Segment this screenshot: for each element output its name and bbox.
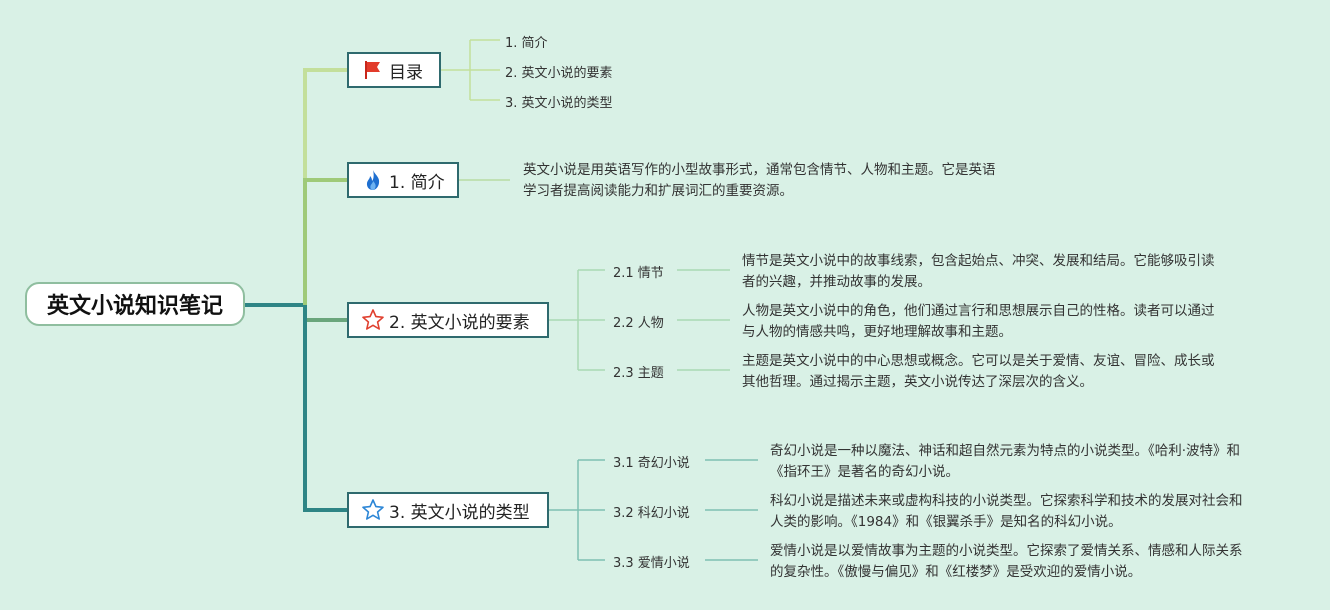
subtopic-scifi[interactable]: 3.2 科幻小说 [613,506,690,521]
subtopic-plot[interactable]: 2.1 情节 [613,266,664,281]
romance-text-line1: 爱情小说是以爱情故事为主题的小说类型。它探索了爱情关系、情感和人际关系 [770,543,1243,559]
intro-text-line2: 学习者提高阅读能力和扩展词汇的重要资源。 [523,183,793,199]
scifi-text-line1: 科幻小说是描述未来或虚构科技的小说类型。它探索科学和技术的发展对社会和 [770,493,1243,509]
toc-item-1[interactable]: 1. 简介 [505,36,548,51]
intro-text-line1: 英文小说是用英语写作的小型故事形式，通常包含情节、人物和主题。它是英语 [523,162,996,178]
blue-star-outline-icon [361,498,385,522]
theme-description: 主题是英文小说中的中心思想或概念。它可以是关于爱情、友谊、冒险、成长或 其他哲理… [742,351,1262,393]
topic-toc[interactable]: 目录 [347,52,441,88]
topic-intro-label: 1. 简介 [389,172,445,193]
red-flag-icon [361,58,385,82]
topic-intro[interactable]: 1. 简介 [347,162,459,198]
fantasy-text-line2: 《指环王》是著名的奇幻小说。 [770,464,959,480]
root-title: 英文小说知识笔记 [46,294,223,319]
topic-elements-label: 2. 英文小说的要素 [389,312,530,333]
topic-types[interactable]: 3. 英文小说的类型 [347,492,549,528]
plot-text-line2: 者的兴趣，并推动故事的发展。 [742,274,931,290]
fantasy-text-line1: 奇幻小说是一种以魔法、神话和超自然元素为特点的小说类型。《哈利·波特》和 [770,443,1241,459]
topic-toc-label: 目录 [389,62,423,83]
plot-description: 情节是英文小说中的故事线索，包含起始点、冲突、发展和结局。它能够吸引读 者的兴趣… [742,251,1262,293]
characters-description: 人物是英文小说中的角色，他们通过言行和思想展示自己的性格。读者可以通过 与人物的… [742,301,1262,343]
subtopic-characters[interactable]: 2.2 人物 [613,316,664,331]
subtopic-theme[interactable]: 2.3 主题 [613,366,664,381]
romance-text-line2: 的复杂性。《傲慢与偏见》和《红楼梦》是受欢迎的爱情小说。 [770,564,1142,580]
topic-elements[interactable]: 2. 英文小说的要素 [347,302,549,338]
plot-text-line1: 情节是英文小说中的故事线索，包含起始点、冲突、发展和结局。它能够吸引读 [742,253,1215,269]
toc-item-3[interactable]: 3. 英文小说的类型 [505,96,613,111]
subtopic-romance[interactable]: 3.3 爱情小说 [613,556,690,571]
root-node[interactable]: 英文小说知识笔记 [25,282,245,326]
characters-text-line2: 与人物的情感共鸣，更好地理解故事和主题。 [742,324,1012,340]
fantasy-description: 奇幻小说是一种以魔法、神话和超自然元素为特点的小说类型。《哈利·波特》和 《指环… [770,441,1290,483]
characters-text-line1: 人物是英文小说中的角色，他们通过言行和思想展示自己的性格。读者可以通过 [742,303,1215,319]
toc-item-2[interactable]: 2. 英文小说的要素 [505,66,613,81]
romance-description: 爱情小说是以爱情故事为主题的小说类型。它探索了爱情关系、情感和人际关系 的复杂性… [770,541,1290,583]
topic-types-label: 3. 英文小说的类型 [389,502,530,523]
scifi-description: 科幻小说是描述未来或虚构科技的小说类型。它探索科学和技术的发展对社会和 人类的影… [770,491,1290,533]
theme-text-line1: 主题是英文小说中的中心思想或概念。它可以是关于爱情、友谊、冒险、成长或 [742,353,1215,369]
intro-description: 英文小说是用英语写作的小型故事形式，通常包含情节、人物和主题。它是英语 学习者提… [523,160,1043,202]
red-star-outline-icon [361,308,385,332]
theme-text-line2: 其他哲理。通过揭示主题，英文小说传达了深层次的含义。 [742,374,1093,390]
subtopic-fantasy[interactable]: 3.1 奇幻小说 [613,456,690,471]
flame-icon [361,168,385,192]
scifi-text-line2: 人类的影响。《1984》和《银翼杀手》是知名的科幻小说。 [770,514,1122,530]
